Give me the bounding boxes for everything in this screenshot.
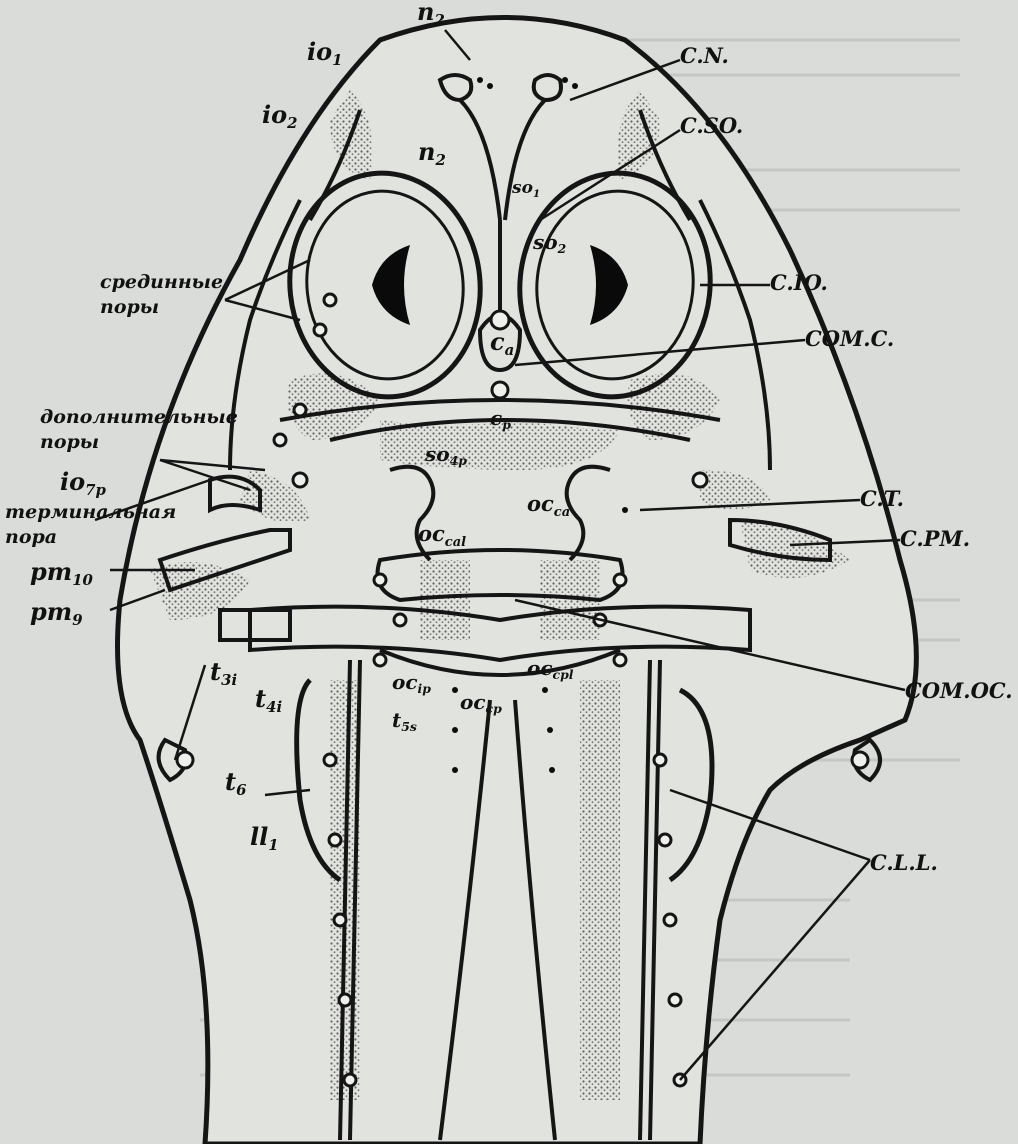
label-so2: so2 [533, 232, 566, 252]
label-cp: cp [490, 408, 511, 428]
label-t6: t6 [225, 770, 246, 794]
label-t5s: t5s [392, 710, 417, 730]
label-COMOC: COM.OC. [905, 680, 1013, 701]
label-CPM: C.PM. [900, 528, 970, 549]
label-occa: occa [527, 493, 570, 514]
label-occpl: occpl [527, 658, 573, 678]
label-median-pores: срединные поры [100, 270, 220, 319]
label-pm10: pm10 [30, 560, 93, 584]
label-io7p: io7p [60, 470, 106, 494]
label-io1: io1 [307, 40, 342, 64]
label-so1: so1 [512, 180, 540, 197]
label-ll1: ll1 [250, 825, 279, 849]
label-so4p: so4p [425, 444, 467, 464]
label-t3i: t3i [210, 660, 237, 684]
label-terminal-pore: терминальная пора [5, 500, 155, 549]
label-ca: ca [490, 330, 514, 354]
label-occp: occp [460, 692, 502, 712]
label-n2-mid: n2 [418, 140, 446, 164]
label-CT: C.T. [860, 488, 904, 509]
label-COMC: COM.C. [805, 328, 894, 349]
label-CSO: C.SO. [680, 115, 743, 136]
label-n2-top: n2 [417, 0, 445, 24]
label-io2: io2 [262, 103, 297, 127]
label-pm9: pm9 [30, 600, 83, 624]
label-CN: C.N. [680, 45, 729, 66]
label-ocip: ocip [392, 672, 431, 692]
label-CIO: C.IO. [770, 272, 828, 293]
label-CLL: C.L.L. [870, 852, 938, 873]
label-additional-pores: дополнительные поры [40, 405, 230, 454]
label-occal: occal [418, 523, 466, 544]
label-t4i: t4i [255, 687, 282, 711]
